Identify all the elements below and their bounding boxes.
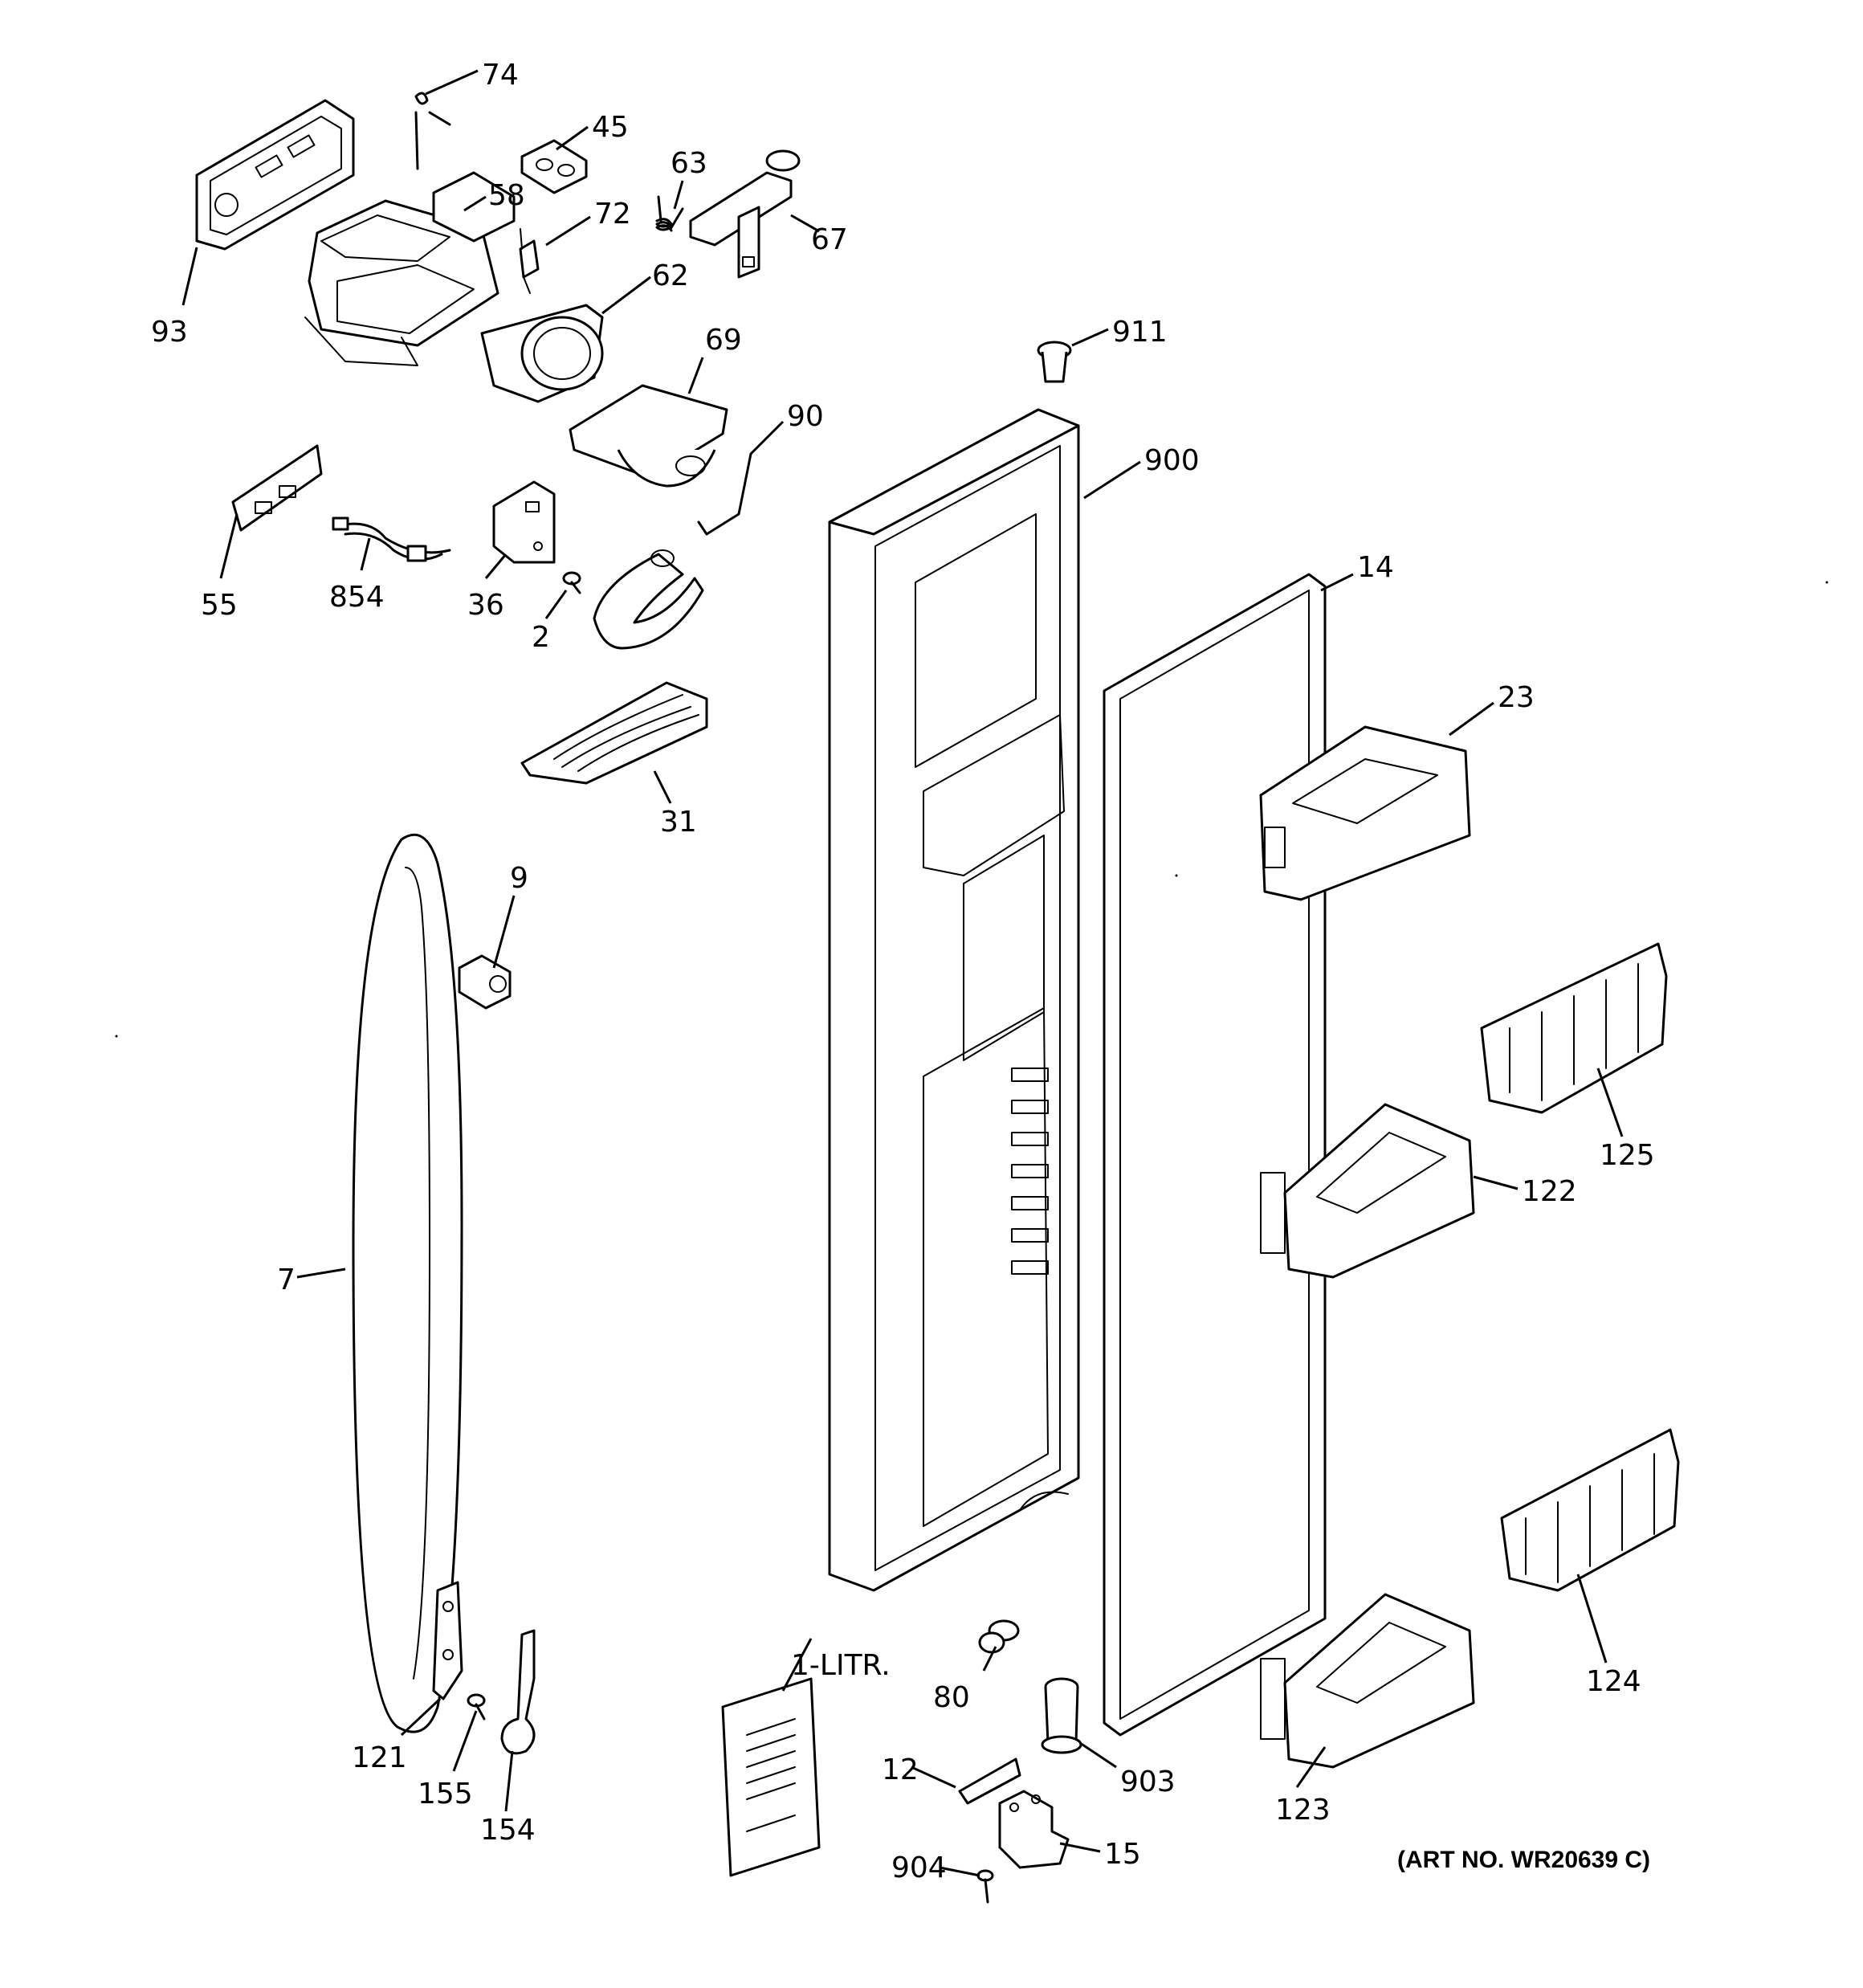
callout-125: 125 [1600, 1139, 1655, 1172]
callout-90: 90 [787, 400, 824, 433]
callout-labels: 74 45 63 58 72 67 62 93 69 911 90 900 55… [151, 59, 1655, 1884]
callout-72: 72 [594, 198, 631, 231]
part-123-door-bin [1260, 1593, 1475, 1769]
part-45-bracket [520, 139, 588, 194]
callout-9: 9 [510, 862, 528, 895]
part-62-chute-ring [480, 304, 604, 403]
callout-63: 63 [671, 147, 707, 180]
callout-7: 7 [277, 1263, 296, 1296]
part-900-door [828, 408, 1080, 1592]
part-58-dispenser-housing [304, 171, 516, 366]
callout-122: 122 [1522, 1175, 1577, 1208]
part-15-hinge [998, 1790, 1070, 1869]
callout-23: 23 [1498, 681, 1535, 714]
part-904-screw [976, 1869, 994, 1904]
part-911-bushing [1037, 341, 1072, 383]
part-854-wire-harness [332, 516, 451, 562]
part-93-control-panel [195, 99, 355, 251]
callout-14: 14 [1357, 551, 1394, 584]
part-12-strip [958, 1757, 1021, 1805]
callout-911: 911 [1112, 316, 1168, 349]
part-72-switch [519, 228, 540, 294]
callout-1-litr: 1-LITR. [791, 1649, 891, 1682]
stray-dot [1175, 874, 1178, 877]
callout-15: 15 [1104, 1838, 1141, 1871]
part-14-gasket [1103, 573, 1327, 1737]
callout-93: 93 [151, 316, 188, 349]
part-122-door-bin [1260, 1103, 1475, 1279]
callout-80: 80 [933, 1681, 970, 1714]
callout-67: 67 [811, 223, 848, 256]
part-9-plug [458, 954, 512, 1010]
part-125-wire-basket [1480, 942, 1668, 1114]
callout-2: 2 [532, 621, 550, 654]
callout-124: 124 [1586, 1665, 1641, 1698]
part-7-handle [352, 833, 463, 1733]
callout-121: 121 [352, 1741, 407, 1774]
callout-155: 155 [418, 1778, 473, 1810]
part-36-bracket [492, 480, 556, 564]
part-154-key [500, 1629, 536, 1755]
part-55-control-board [231, 444, 323, 532]
part-31-drip-tray [520, 681, 708, 785]
leader-lines [181, 69, 1624, 1877]
part-903-pin [1041, 1677, 1082, 1754]
callout-854: 854 [329, 581, 385, 614]
part-74-spring [414, 92, 451, 170]
part-155-screw [467, 1693, 486, 1721]
callout-69: 69 [705, 324, 742, 357]
art-number: (ART NO. WR20639 C) [1397, 1847, 1650, 1873]
callout-45: 45 [592, 111, 629, 144]
callout-58: 58 [488, 179, 525, 212]
part-69-chute [569, 384, 728, 488]
part-67-lever [689, 149, 801, 279]
callout-36: 36 [467, 589, 504, 622]
part-124-wire-basket [1500, 1428, 1680, 1592]
callout-154: 154 [480, 1814, 536, 1847]
callout-123: 123 [1275, 1794, 1331, 1827]
callout-74: 74 [482, 59, 519, 92]
stray-dot [1825, 581, 1828, 584]
callout-903: 903 [1120, 1766, 1176, 1798]
part-121-bracket [432, 1581, 463, 1700]
part-1-litr-manual [721, 1677, 821, 1877]
part-80-plug [978, 1619, 1020, 1654]
part-23-door-bin [1259, 725, 1471, 901]
callout-12: 12 [882, 1753, 919, 1786]
part-2-screw [562, 571, 581, 594]
callout-55: 55 [201, 589, 238, 622]
part-63-spring [655, 195, 684, 232]
callout-31: 31 [660, 806, 697, 839]
stray-dot [115, 1035, 118, 1038]
part-90-arm [593, 452, 752, 650]
callout-904: 904 [891, 1851, 947, 1884]
callout-62: 62 [652, 259, 689, 292]
callout-900: 900 [1144, 444, 1200, 477]
